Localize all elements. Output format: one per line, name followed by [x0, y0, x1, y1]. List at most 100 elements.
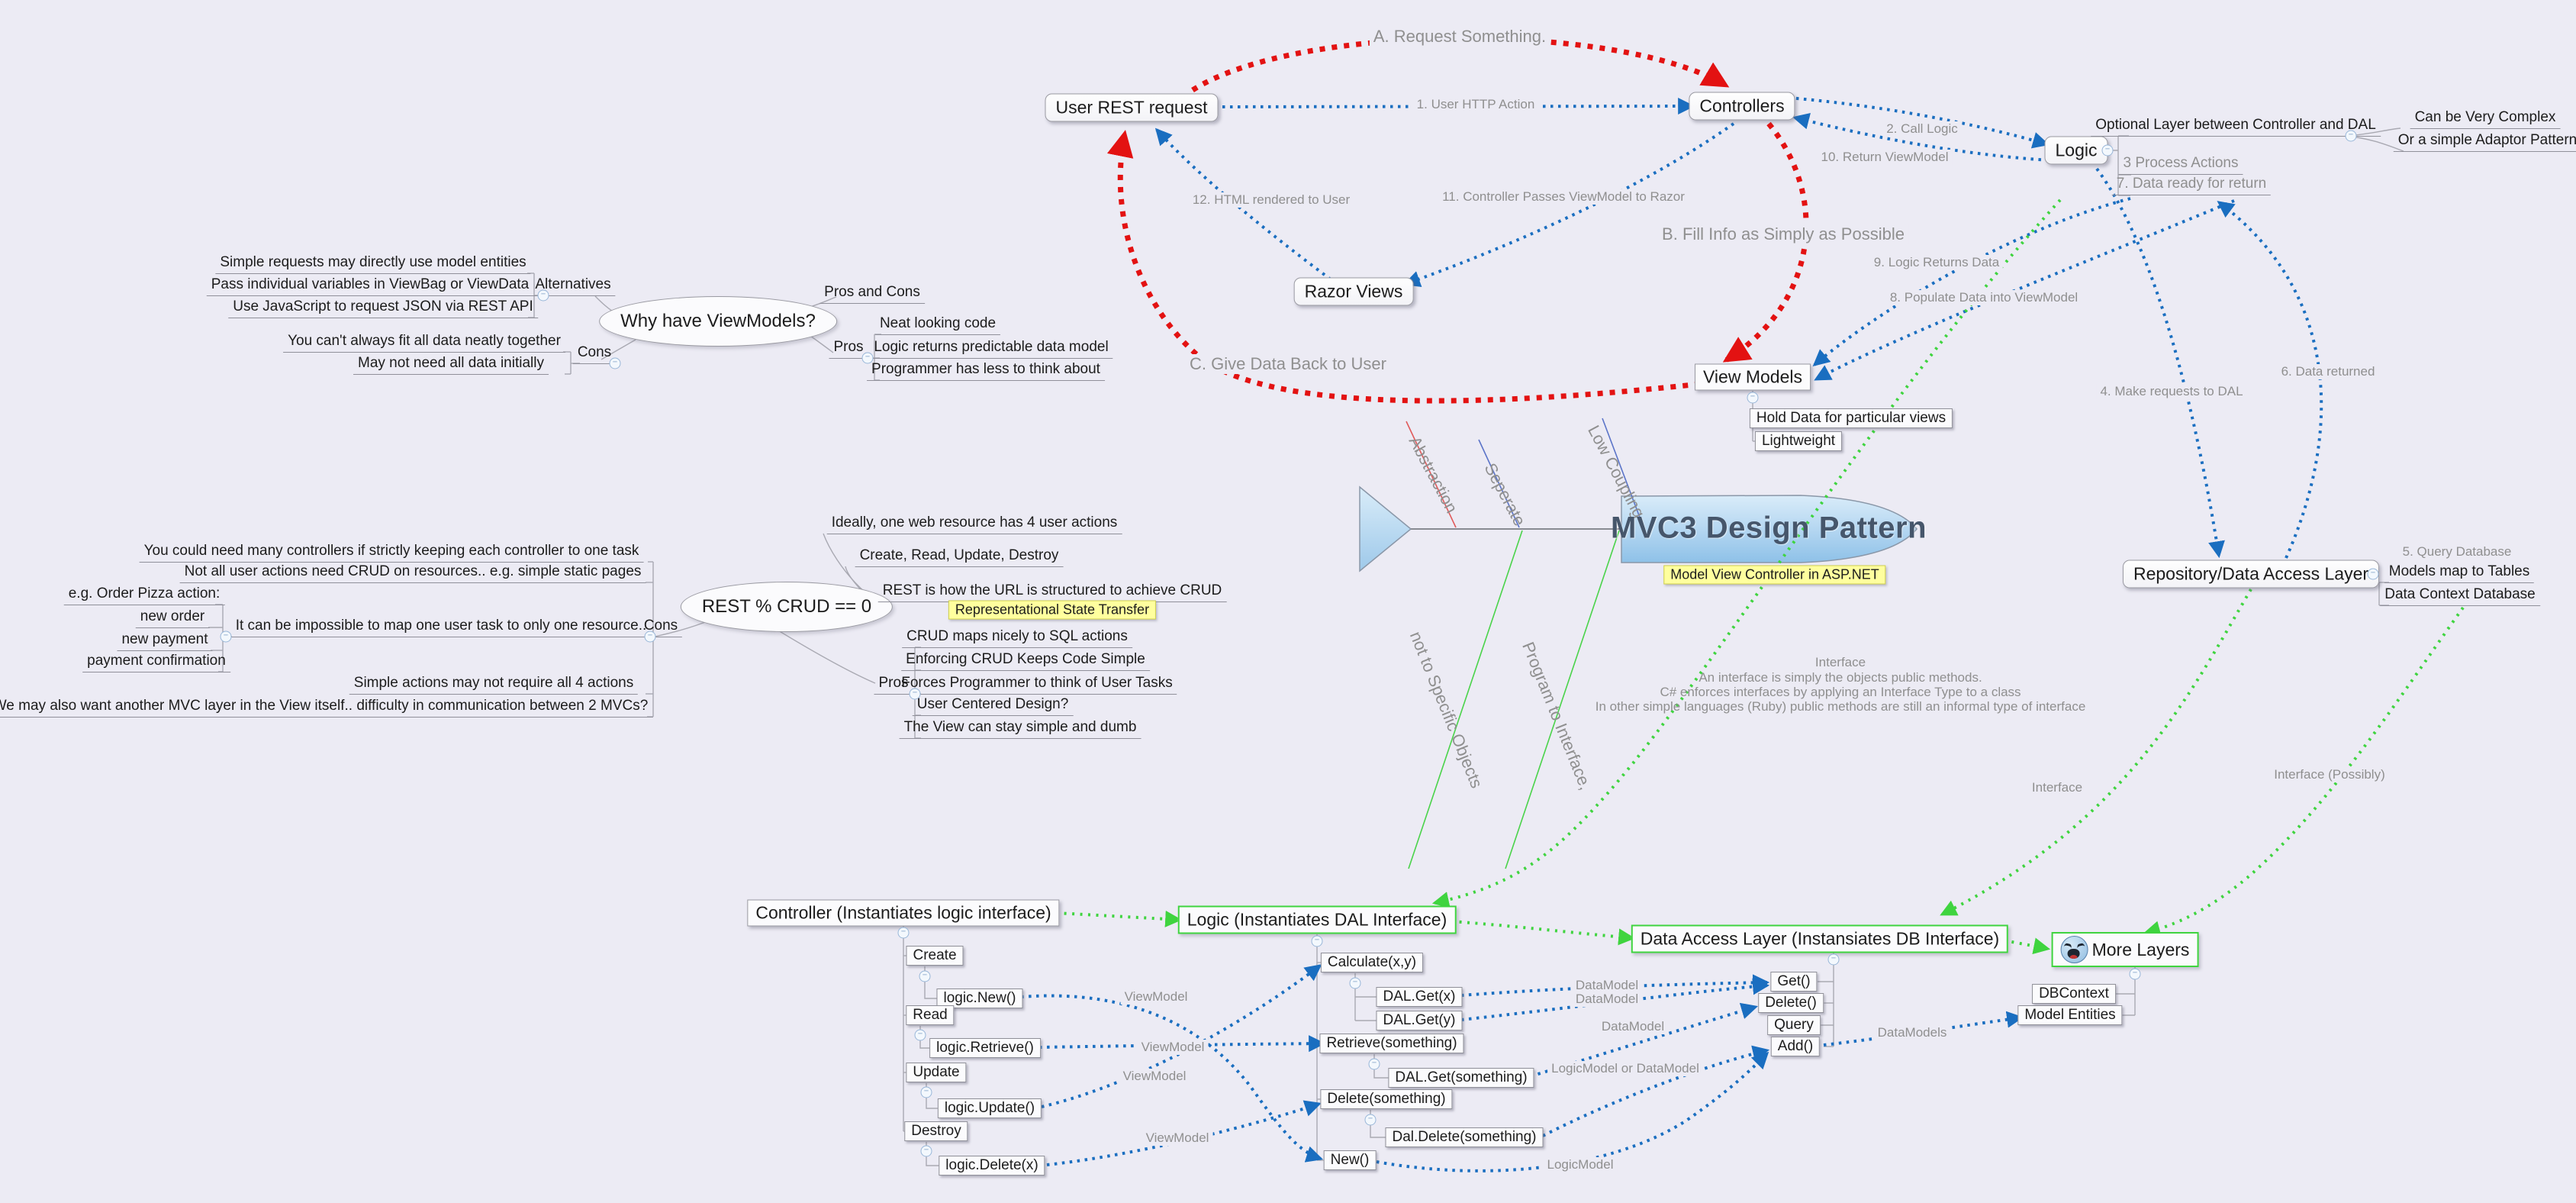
node-get[interactable]: Get(): [1770, 972, 1818, 992]
node-dbcontext[interactable]: DBContext: [2032, 984, 2116, 1004]
node-logic-delete[interactable]: logic.Delete(x): [939, 1156, 1045, 1176]
node-rest-pro-dumb-view[interactable]: The View can stay simple and dumb: [899, 719, 1141, 739]
node-new-payment[interactable]: new payment: [117, 631, 213, 651]
node-process-actions[interactable]: 3 Process Actions: [2118, 155, 2243, 175]
node-rest-con-many-controllers[interactable]: You could need many controllers if stric…: [139, 543, 644, 563]
collapse-handle-icon[interactable]: −: [2345, 130, 2357, 142]
node-pro-less-think[interactable]: Programmer has less to think about: [867, 361, 1105, 381]
collapse-handle-icon[interactable]: −: [920, 1145, 932, 1157]
collapse-handle-icon[interactable]: −: [1311, 935, 1323, 947]
node-alt-model-entities[interactable]: Simple requests may directly use model e…: [215, 254, 531, 274]
node-calculate[interactable]: Calculate(x,y): [1320, 953, 1424, 972]
node-rest-pro-sql[interactable]: CRUD maps nicely to SQL actions: [902, 628, 1132, 648]
collapse-handle-icon[interactable]: −: [1368, 1058, 1380, 1070]
node-query[interactable]: Query: [1767, 1015, 1821, 1035]
node-rest-url[interactable]: REST is how the URL is structured to ach…: [877, 582, 1227, 602]
node-dal-get-something[interactable]: DAL.Get(something): [1388, 1068, 1534, 1088]
node-rest-cons[interactable]: Cons: [639, 618, 683, 637]
collapse-handle-icon[interactable]: −: [2129, 968, 2141, 980]
node-new-order[interactable]: new order: [135, 608, 210, 628]
node-logic-new[interactable]: logic.New(): [936, 989, 1023, 1008]
collapse-handle-icon[interactable]: −: [897, 927, 910, 939]
node-model-entities[interactable]: Model Entities: [2017, 1005, 2123, 1025]
collapse-handle-icon[interactable]: −: [920, 1086, 932, 1098]
node-dal-get-y[interactable]: DAL.Get(y): [1376, 1011, 1463, 1030]
node-dal-box[interactable]: Data Access Layer (Instansiates DB Inter…: [1631, 924, 2009, 953]
node-alt-viewbag[interactable]: Pass individual variables in ViewBag or …: [206, 276, 534, 296]
collapse-handle-icon[interactable]: −: [914, 1029, 926, 1041]
link-green: [2003, 937, 2051, 955]
node-add[interactable]: Add(): [1770, 1037, 1821, 1056]
node-delete-something[interactable]: Delete(something): [1320, 1089, 1453, 1109]
note-mvc3: Model View Controller in ASP.NET: [1663, 565, 1886, 585]
collapse-handle-icon[interactable]: −: [220, 631, 232, 643]
node-controller-box[interactable]: Controller (Instantiates logic interface…: [747, 899, 1060, 927]
node-vm-pros[interactable]: Pros: [829, 339, 868, 359]
node-destroy[interactable]: Destroy: [904, 1121, 968, 1141]
node-optional-layer[interactable]: Optional Layer between Controller and DA…: [2091, 117, 2381, 137]
node-models-map-to-tables[interactable]: Models map to Tables: [2384, 563, 2535, 583]
node-rest-con-another-mvc[interactable]: We may also want another MVC layer in th…: [0, 698, 653, 718]
node-vm-cons[interactable]: Cons: [572, 344, 617, 364]
node-pro-predictable[interactable]: Logic returns predictable data model: [869, 339, 1113, 359]
node-rest-pro-user-tasks[interactable]: Forces Programmer to think of User Tasks: [897, 675, 1177, 695]
node-pros-and-cons[interactable]: Pros and Cons: [819, 284, 925, 304]
collapse-handle-icon[interactable]: −: [1747, 392, 1759, 404]
node-view-models[interactable]: View Models: [1695, 363, 1811, 391]
node-more-layers[interactable]: More Layers: [2051, 932, 2199, 967]
node-alternatives[interactable]: Alternatives: [530, 276, 616, 296]
node-user-rest-request[interactable]: User REST request: [1045, 93, 1219, 122]
node-retrieve-something[interactable]: Retrieve(something): [1319, 1034, 1464, 1053]
collapse-handle-icon[interactable]: −: [919, 970, 931, 982]
collapse-handle-icon[interactable]: −: [1349, 977, 1361, 989]
node-why-have-viewmodels[interactable]: Why have ViewModels?: [599, 296, 837, 347]
node-logic-box[interactable]: Logic (Instantiates DAL Interface): [1177, 905, 1457, 934]
node-rest-pros[interactable]: Pros: [874, 675, 913, 695]
node-logic-retrieve[interactable]: logic.Retrieve(): [929, 1038, 1041, 1058]
collapse-handle-icon[interactable]: −: [1364, 1114, 1377, 1126]
node-hold-data[interactable]: Hold Data for particular views: [1749, 408, 1953, 428]
node-logic-update[interactable]: logic.Update(): [937, 1098, 1042, 1118]
node-alt-json-rest[interactable]: Use JavaScript to request JSON via REST …: [228, 298, 538, 318]
link-blue: [1788, 96, 2050, 149]
node-dal-delete-something[interactable]: Dal.Delete(something): [1385, 1127, 1544, 1147]
node-delete[interactable]: Delete(): [1758, 993, 1824, 1013]
node-adaptor-pattern[interactable]: Or a simple Adaptor Pattern: [2393, 132, 2576, 152]
node-logic[interactable]: Logic: [2044, 136, 2108, 165]
node-read[interactable]: Read: [906, 1005, 955, 1025]
node-dal-get-x[interactable]: DAL.Get(x): [1376, 987, 1463, 1007]
collapse-handle-icon[interactable]: −: [609, 357, 621, 369]
node-lightweight[interactable]: Lightweight: [1754, 431, 1843, 451]
node-vm-con-fit-data[interactable]: You can't always fit all data neatly tog…: [283, 333, 565, 353]
node-new[interactable]: New(): [1323, 1150, 1377, 1170]
node-data-ready-for-return[interactable]: 7. Data ready for return: [2111, 176, 2272, 195]
node-order-pizza[interactable]: e.g. Order Pizza action:: [63, 585, 225, 605]
collapse-handle-icon[interactable]: −: [861, 352, 874, 364]
node-ideally-4-actions[interactable]: Ideally, one web resource has 4 user act…: [826, 514, 1122, 534]
node-rest-crud[interactable]: REST % CRUD == 0: [680, 582, 894, 632]
node-payment-confirmation[interactable]: payment confirmation: [82, 653, 230, 672]
node-repository[interactable]: Repository/Data Access Layer: [2122, 560, 2380, 589]
node-can-be-very-complex[interactable]: Can be Very Complex: [2410, 109, 2561, 129]
node-data-context-database[interactable]: Data Context Database: [2380, 586, 2540, 606]
node-controllers[interactable]: Controllers: [1689, 92, 1795, 121]
node-rest-pro-simple-code[interactable]: Enforcing CRUD Keeps Code Simple: [901, 651, 1150, 671]
node-crud-words[interactable]: Create, Read, Update, Destroy: [855, 547, 1064, 567]
collapse-handle-icon[interactable]: −: [2367, 568, 2379, 580]
edge-label-11: 6. Data returned: [2277, 364, 2379, 379]
node-rest-con-static-pages[interactable]: Not all user actions need CRUD on resour…: [179, 563, 646, 583]
collapse-handle-icon[interactable]: −: [1827, 953, 1840, 966]
collapse-handle-icon[interactable]: −: [2101, 144, 2114, 156]
node-pro-neat-code[interactable]: Neat looking code: [874, 315, 1001, 335]
node-update[interactable]: Update: [906, 1063, 967, 1082]
node-razor-views[interactable]: Razor Views: [1293, 277, 1414, 306]
node-rest-pro-ucd[interactable]: User Centered Design?: [912, 696, 1074, 716]
collapse-handle-icon[interactable]: −: [537, 289, 549, 302]
node-vm-con-not-need[interactable]: May not need all data initially: [353, 355, 549, 375]
collapse-handle-icon[interactable]: −: [644, 631, 656, 643]
node-rest-con-impossible[interactable]: It can be impossible to map one user tas…: [230, 618, 652, 637]
node-rest-con-simple-actions[interactable]: Simple actions may not require all 4 act…: [349, 675, 639, 695]
collapse-handle-icon[interactable]: −: [909, 688, 921, 700]
node-create[interactable]: Create: [906, 946, 964, 966]
link-blue: [1812, 197, 2131, 367]
